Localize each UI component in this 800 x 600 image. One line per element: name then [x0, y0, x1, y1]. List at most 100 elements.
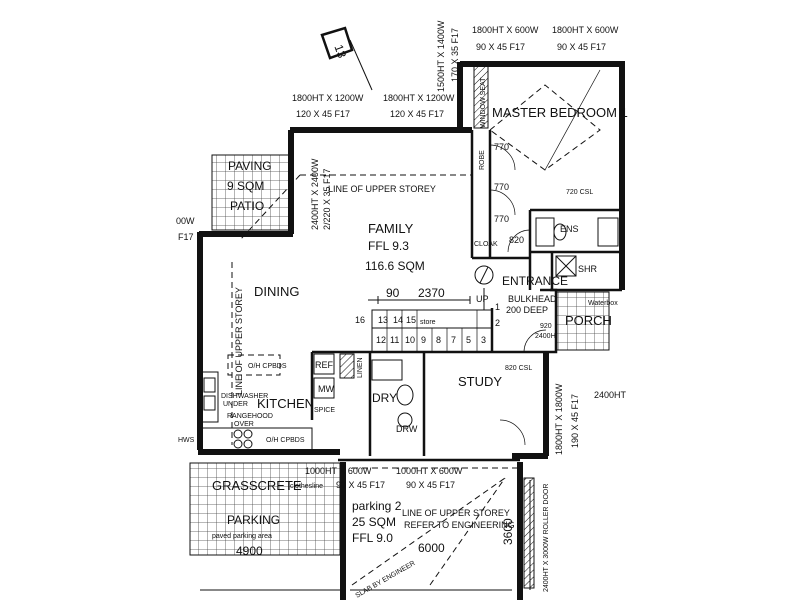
win-study-lintel: 190 X 45 F17 — [570, 394, 580, 448]
win-tr2-size: 1800HT X 600W — [472, 25, 539, 35]
door-820: 820 — [509, 235, 524, 245]
door-770-2: 770 — [494, 182, 509, 192]
door-swing-entry — [523, 329, 547, 353]
stair-num-10: 10 — [405, 335, 415, 345]
stair-num-11: 11 — [390, 335, 399, 345]
stair-num-8: 8 — [436, 335, 441, 345]
shr-label: SHR — [578, 264, 598, 274]
family-ffl: FFL 9.3 — [368, 239, 409, 253]
entrance-label: ENTRANCE — [502, 274, 568, 288]
garage-width: 6000 — [418, 541, 445, 555]
win-seat-size: 1500HT X 1400W — [436, 20, 446, 92]
upper-storey-garage-2: REFER TO ENGINEERING — [404, 520, 515, 530]
parking-label: PARKING — [227, 513, 280, 527]
drw-label: DRW — [396, 424, 418, 434]
spice-label: SPICE — [314, 407, 335, 414]
dim-2370: 2370 — [418, 286, 445, 300]
window-seat-label: WINDOW SEAT — [480, 77, 487, 128]
stair-num-5: 5 — [466, 335, 471, 345]
rangehood-1: RANGEHOOD — [227, 413, 273, 420]
wall-mbr-left — [457, 62, 470, 133]
win-tr2-lintel: 90 X 45 F17 — [476, 42, 525, 52]
microwave-space — [313, 377, 335, 399]
stair-num-16: 16 — [355, 315, 365, 325]
oh-cpbds-1: O/H CPBDS — [248, 363, 287, 370]
door-swing-robe-1 — [489, 144, 516, 171]
family-area: 116.6 SQM — [365, 259, 425, 273]
win-tr1-size: 1800HT X 600W — [552, 25, 619, 35]
stairs — [371, 309, 493, 353]
win-dl-lintel: F17 — [178, 232, 194, 242]
pantry-shelves — [339, 353, 355, 379]
fridge-space — [313, 353, 335, 375]
kitchen-rear-bench — [201, 427, 313, 451]
stair-num-14: 14 — [393, 315, 403, 325]
stair-store-label: store — [420, 319, 436, 326]
linen-label: LINEN — [357, 357, 364, 378]
win-dl-size: 00W — [176, 216, 195, 226]
dishwasher-2: UNDER — [223, 401, 248, 408]
roller-door-hatch — [523, 477, 535, 589]
oh-cupboards-box — [227, 354, 281, 376]
win-gl-lintel: 90 X 45 F17 — [336, 480, 385, 490]
dry-label: DRY — [372, 391, 397, 405]
door-swing-robe-2 — [489, 189, 516, 216]
porch-label: PORCH — [565, 313, 612, 328]
window-seat-hatch — [473, 65, 489, 129]
parking-width: 4900 — [236, 544, 263, 558]
kitchen-label: KITCHEN — [257, 396, 314, 411]
grasscrete-label: GRASSCRETE — [212, 478, 302, 493]
bulkhead-2: 200 DEEP — [506, 305, 548, 315]
sink-bowl-2 — [203, 395, 216, 411]
study-csl-label: 820 CSL — [505, 365, 532, 372]
porch-grid — [556, 291, 610, 351]
patio-label: PATIO — [230, 199, 264, 213]
win-gr-lintel: 90 X 45 F17 — [406, 480, 455, 490]
waterbox-label: Waterbox — [588, 300, 618, 307]
dishwasher-1: DISHWASHER — [221, 393, 268, 400]
up-slash — [479, 266, 489, 284]
win-fs-lintel: 2/220 X 35 F17 — [322, 168, 332, 230]
win-porch-size: 2400HT — [594, 390, 627, 400]
kitchen-sink-bench — [201, 371, 219, 423]
win-study-size: 1800HT X 1800W — [554, 383, 564, 455]
garage-diag-1 — [351, 477, 506, 586]
ens-csl-label: 720 CSL — [566, 189, 593, 196]
up-circle — [474, 265, 494, 285]
win-gl-size: 1000HT X 600W — [305, 466, 372, 476]
door-swing-study — [499, 419, 526, 446]
slab-label: SLAB BY ENGINEER — [355, 560, 417, 600]
up-label: UP — [476, 294, 489, 304]
win-gr-size: 1000HT X 600W — [396, 466, 463, 476]
robe-label: ROBE — [479, 150, 486, 170]
win-fr-lintel: 120 X 45 F17 — [390, 109, 444, 119]
door-770-1: 770 — [494, 142, 509, 152]
bulkhead-1: BULKHEAD — [508, 294, 557, 304]
master-bedroom-label: MASTER BEDROOM 1 — [492, 105, 628, 120]
stair-num-2: 2 — [495, 318, 500, 328]
garage-diag-2 — [429, 477, 506, 586]
hws-label: HWS — [178, 437, 195, 444]
paving-area: 9 SQM — [227, 179, 264, 193]
upper-storey-garage-1: LINE OF UPPER STOREY — [402, 508, 510, 518]
garage-area: 25 SQM — [352, 515, 396, 529]
stair-num-1: 1 — [495, 302, 500, 312]
dim-90: 90 — [386, 286, 400, 300]
ens-basin — [553, 223, 567, 241]
north-pointer — [349, 39, 373, 91]
stair-num-12: 12 — [376, 335, 386, 345]
upper-storey-line-diag — [239, 174, 301, 241]
shower-base — [555, 255, 577, 277]
study-label: STUDY — [458, 374, 502, 389]
win-seat-lintel: 170 X 35 F17 — [450, 28, 460, 82]
north-mark: 13 — [331, 43, 349, 61]
mbr-ceiling-lines — [489, 84, 601, 171]
door-770-3: 770 — [494, 214, 509, 224]
paving-grid — [211, 154, 291, 231]
garage-label: parking 2 — [352, 499, 402, 513]
win-fl-size: 1800HT X 1200W — [292, 93, 364, 103]
door-2400h: 2400H — [535, 333, 556, 340]
parking-sub: paved parking area — [212, 533, 272, 540]
win-fl-lintel: 120 X 45 F17 — [296, 109, 350, 119]
